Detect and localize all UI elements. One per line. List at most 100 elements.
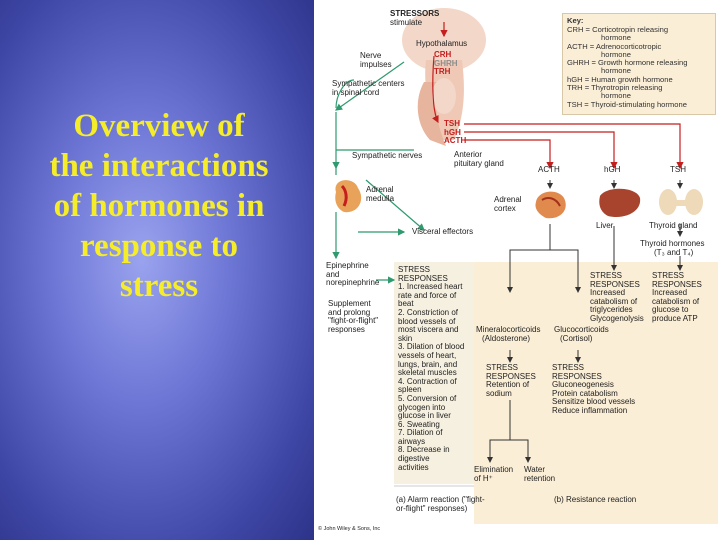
- response-line: Increased: [590, 288, 626, 298]
- resistance-heading-text: RESPONSES: [590, 279, 640, 289]
- adrenal-medulla-label: Adrenal medulla: [366, 185, 395, 203]
- norepinephrine-text: norepinephrine: [326, 278, 380, 288]
- hgh-label: hGH: [604, 165, 621, 174]
- resistance-heading-text: RESPONSES: [652, 279, 702, 289]
- alarm-caption-line: (a) Alarm reaction ("fight-: [396, 495, 485, 504]
- alarm-caption: (a) Alarm reaction ("fight- or-flight" r…: [396, 495, 485, 513]
- response-line: catabolism of: [652, 296, 700, 306]
- tsh-label: TSH: [670, 165, 686, 174]
- nerve-text: Nerve: [360, 51, 382, 60]
- alarm-response-line: 2. Constriction of: [398, 307, 459, 317]
- h-plus-text: of H⁺: [474, 473, 493, 483]
- key-box: Key: CRH = Corticotropin releasing hormo…: [562, 13, 716, 115]
- alarm-heading-text: RESPONSES: [398, 273, 448, 283]
- response-line: produce ATP: [652, 313, 698, 323]
- stimulate-text: stimulate: [390, 17, 423, 27]
- title-panel: Overview of the interactions of hormones…: [0, 0, 314, 540]
- title-line: stress: [119, 268, 199, 304]
- thyroid-label: Thyroid gland: [649, 221, 698, 230]
- supplement-label: Supplement and prolong "fight-or-flight"…: [328, 299, 379, 334]
- stress-hormone-diagram: STRESSORS stimulate Hypothalamus CRH GHR…: [314, 0, 720, 540]
- key-entry-line: TSH = Thyroid-stimulating hormone: [567, 99, 687, 109]
- acth-text: ACTH: [444, 136, 467, 146]
- hgh-responses: STRESS RESPONSES Increased catabolism of…: [590, 271, 644, 324]
- alarm-response-line: 4. Contraction of: [398, 376, 457, 386]
- nerve-impulses-label: Nerve impulses: [360, 51, 392, 69]
- glucocorticoids-text: Glucocorticoids: [554, 325, 609, 334]
- adrenal-cortex-label: Adrenal cortex: [494, 195, 522, 213]
- resistance-heading-text: STRESS: [590, 271, 623, 280]
- anterior-pituitary-label: Anterior pituitary gland: [454, 150, 504, 168]
- alarm-response-line: rate and force of: [398, 290, 457, 300]
- thyroid-responses: STRESS RESPONSES Increased catabolism of…: [652, 271, 702, 324]
- alarm-response-line: spleen: [398, 385, 422, 395]
- fight-or-flight-text: "fight-or-flight": [328, 316, 379, 326]
- resistance-heading-text: STRESS: [652, 271, 685, 280]
- alarm-response-line: skeletal muscles: [398, 368, 457, 378]
- t3-t4-text: (T₃ and T₄): [654, 247, 694, 257]
- sympathetic-nerves-label: Sympathetic nerves: [352, 151, 423, 160]
- copyright-notice: © John Wiley & Sons, Inc: [318, 526, 381, 532]
- adrenal-text: Adrenal: [494, 195, 522, 204]
- response-arrows: [487, 180, 683, 463]
- alarm-response-line: 8. Decrease in: [398, 445, 450, 455]
- diagram-graphics: [332, 8, 718, 524]
- adrenal-cortex-illustration: [535, 191, 566, 219]
- elimination-label: Elimination of H⁺: [474, 465, 513, 483]
- spinal-cord-text: in spinal cord: [332, 87, 380, 97]
- liver-illustration: [599, 188, 641, 218]
- water-text: Water: [524, 465, 546, 474]
- key-entries: CRH = Corticotropin releasing hormone AC…: [567, 25, 688, 109]
- visceral-effectors-label: Visceral effectors: [412, 227, 474, 236]
- prolong-text: and prolong: [328, 307, 371, 317]
- supplement-text: Supplement: [328, 299, 371, 308]
- thyroid-hormones-text: Thyroid hormones: [640, 239, 705, 248]
- liver-label: Liver: [596, 221, 614, 230]
- key-entry-line: CRH = Corticotropin releasing: [567, 25, 669, 34]
- response-line: glucose to: [652, 305, 689, 315]
- mineralocorticoids-label: Mineralocorticoids (Aldosterone): [476, 325, 540, 343]
- alarm-response-line: glycogen into: [398, 402, 446, 412]
- key-entry-line: hormone: [601, 66, 631, 76]
- alarm-response-line: blood vessels of: [398, 316, 456, 326]
- alarm-response-line: activities: [398, 462, 429, 472]
- response-line: triglycerides: [590, 305, 633, 315]
- response-line: Glycogenolysis: [590, 313, 644, 323]
- key-entry-line: TRH = Thyrotropin releasing: [567, 83, 663, 93]
- alarm-response-line: vessels of heart,: [398, 350, 457, 360]
- resistance-reaction-area: [474, 262, 718, 524]
- alarm-heading-text: STRESS: [398, 265, 431, 274]
- sympathetic-pathway-arrows: [332, 61, 425, 284]
- alarm-responses-list: STRESS RESPONSES 1. Increased heart rate…: [398, 265, 464, 472]
- aldosterone-text: (Aldosterone): [482, 333, 531, 343]
- resistance-heading-text: STRESS: [552, 363, 585, 372]
- alarm-response-line: 5. Conversion of: [398, 393, 457, 403]
- medulla-text: medulla: [366, 193, 395, 203]
- releasing-hormones-list: CRH GHRH TRH: [434, 50, 458, 77]
- acth-label: ACTH: [538, 165, 560, 174]
- alarm-response-line: most viscera and: [398, 325, 459, 335]
- stressors-text: STRESSORS: [390, 9, 440, 18]
- key-entry-line: hormone: [601, 49, 631, 59]
- title-line: the interactions: [49, 148, 269, 184]
- alarm-response-line: 7. Dilation of: [398, 428, 443, 438]
- key-title: Key:: [567, 16, 584, 25]
- glucocorticoids-label: Glucocorticoids (Cortisol): [554, 325, 609, 343]
- resistance-heading-text: STRESS: [486, 363, 519, 372]
- sympathetic-centers-text: Sympathetic centers: [332, 79, 405, 88]
- epinephrine-label: Epinephrine and norepinephrine: [326, 261, 380, 288]
- cortex-text: cortex: [494, 203, 516, 213]
- response-line: catabolism of: [590, 296, 638, 306]
- crh-text: CRH: [434, 50, 452, 59]
- title-line: of hormones in: [53, 188, 265, 224]
- alarm-responses-area: [394, 262, 474, 484]
- resistance-caption: (b) Resistance reaction: [554, 495, 637, 504]
- pituitary-hormone-arrows: [432, 22, 684, 170]
- key-entry-line: hormone: [601, 33, 631, 43]
- water-retention-label: Water retention: [524, 465, 555, 483]
- title-line: Overview of: [73, 108, 245, 144]
- mineralocorticoid-responses: STRESS RESPONSES Retention of sodium: [486, 363, 536, 398]
- alarm-response-line: digestive: [398, 454, 430, 464]
- alarm-response-line: beat: [398, 299, 414, 309]
- response-line: Protein catabolism: [552, 388, 618, 398]
